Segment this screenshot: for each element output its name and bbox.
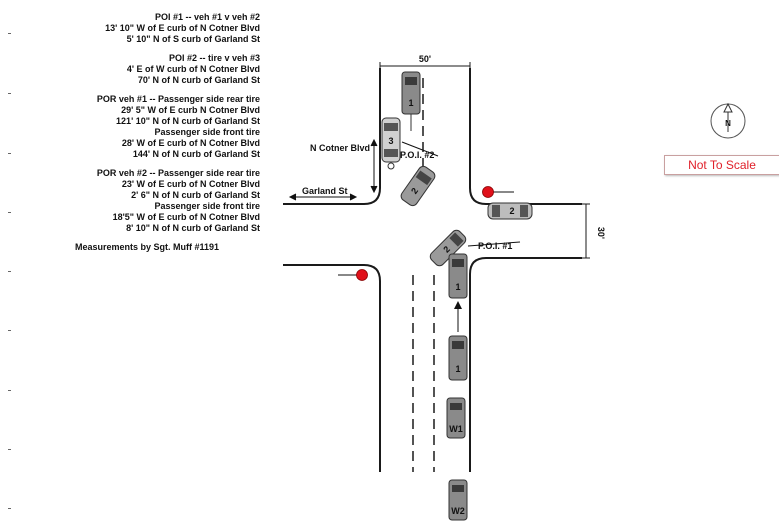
measurement-notes: POI #1 -- veh #1 v veh #2 13' 10" W of E…: [60, 12, 260, 253]
por2-line1: 23' W of E curb of N Cotner Blvd: [121, 179, 260, 189]
vehicle-1-impact-number: 1: [455, 282, 460, 292]
credit: Measurements by Sgt. Muff #1191: [75, 242, 220, 252]
poi2-line2: 70' N of N curb of Garland St: [137, 75, 260, 85]
street-ns-label: N Cotner Blvd: [310, 143, 370, 153]
vehicle-3-number: 3: [388, 136, 393, 146]
vehicle-1-approach: 1: [448, 335, 468, 381]
se-curb: [469, 257, 582, 472]
margin-tick: [8, 33, 11, 34]
signal-ne: [482, 186, 514, 198]
vehicle-1-final-number: 1: [408, 98, 413, 108]
poi1-title: POI #1 -- veh #1 v veh #2: [154, 12, 260, 22]
poi2-title: POI #2 -- tire v veh #3: [168, 53, 260, 63]
dimension-right: [582, 203, 590, 259]
lane-markings: [412, 78, 435, 472]
road-edges: [283, 68, 582, 472]
sw-curb: [283, 264, 381, 472]
ne-curb: [469, 68, 582, 205]
not-to-scale-box: Not To Scale: [664, 155, 779, 175]
street-ew-arrow: [288, 193, 358, 201]
poi1-label: P.O.I. #1: [478, 241, 512, 251]
north-arrow: N: [710, 102, 746, 139]
por2-title: POR veh #2 -- Passenger side rear tire: [96, 168, 260, 178]
vehicle-1-approach-number: 1: [455, 364, 460, 374]
margin-tick: [8, 390, 11, 391]
margin-tick: [8, 271, 11, 272]
witness-vehicle-1-label: W1: [449, 424, 463, 434]
margin-tick: [8, 153, 11, 154]
margin-tick: [8, 330, 11, 331]
width-right-label: 30': [596, 227, 606, 239]
vehicle-2-eastbound: 2: [487, 202, 533, 220]
witness-vehicle-2-label: W2: [451, 506, 465, 516]
por2-line5: 8' 10" N of N curb of Garland St: [126, 223, 260, 233]
vehicle-2-impact-number: 2: [441, 244, 452, 255]
witness-vehicle-1: W1: [446, 397, 466, 439]
por1-line3: Passenger side front tire: [154, 127, 260, 137]
north-arrow-label: N: [725, 119, 731, 128]
dimension-top: [379, 62, 471, 70]
por2-line3: Passenger side front tire: [154, 201, 260, 211]
margin-tick: [8, 93, 11, 94]
poi2-leader: [401, 141, 439, 157]
por1-line5: 144' N of N curb of Garland St: [132, 149, 260, 159]
nw-curb: [283, 68, 381, 205]
signal-sw: [338, 269, 368, 281]
margin-tick: [8, 508, 11, 509]
vehicle-3: 3: [381, 117, 401, 170]
por1-line1: 29' 5" W of E curb N Cotner Blvd: [121, 105, 260, 115]
witness-vehicle-2: W2: [448, 479, 468, 521]
poi1-line1: 13' 10" W of E curb of N Cotner Blvd: [105, 23, 260, 33]
por1-title: POR veh #1 -- Passenger side rear tire: [96, 94, 260, 104]
not-to-scale-label: Not To Scale: [688, 158, 756, 172]
margin-tick: [8, 212, 11, 213]
por1-line2: 121' 10" N of N curb of Garland St: [116, 116, 260, 126]
por1-line4: 28' W of E curb of N Cotner Blvd: [121, 138, 260, 148]
por2-line2: 2' 6" N of N curb of Garland St: [131, 190, 260, 200]
por2-line4: 18'5" W of E curb of N Cotner Blvd: [112, 212, 260, 222]
poi1-leader: [467, 241, 521, 247]
street-ns-arrow: [370, 138, 378, 194]
width-top-label: 50': [419, 54, 431, 64]
vehicle-1-impact: 1: [448, 253, 468, 299]
vehicle-1-final-rest: 1: [401, 71, 421, 115]
vehicle-2-final-rest: 2: [400, 165, 436, 207]
margin-tick: [8, 449, 11, 450]
street-ew-label: Garland St: [302, 186, 348, 196]
poi2-line1: 4' E of W curb of N Cotner Blvd: [126, 64, 260, 74]
vehicle-2-final-number: 2: [409, 186, 420, 196]
poi2-label: P.O.I. #2: [400, 150, 434, 160]
vehicle-2-eastbound-number: 2: [509, 206, 514, 216]
poi1-line2: 5' 10" N of S curb of Garland St: [126, 34, 260, 44]
